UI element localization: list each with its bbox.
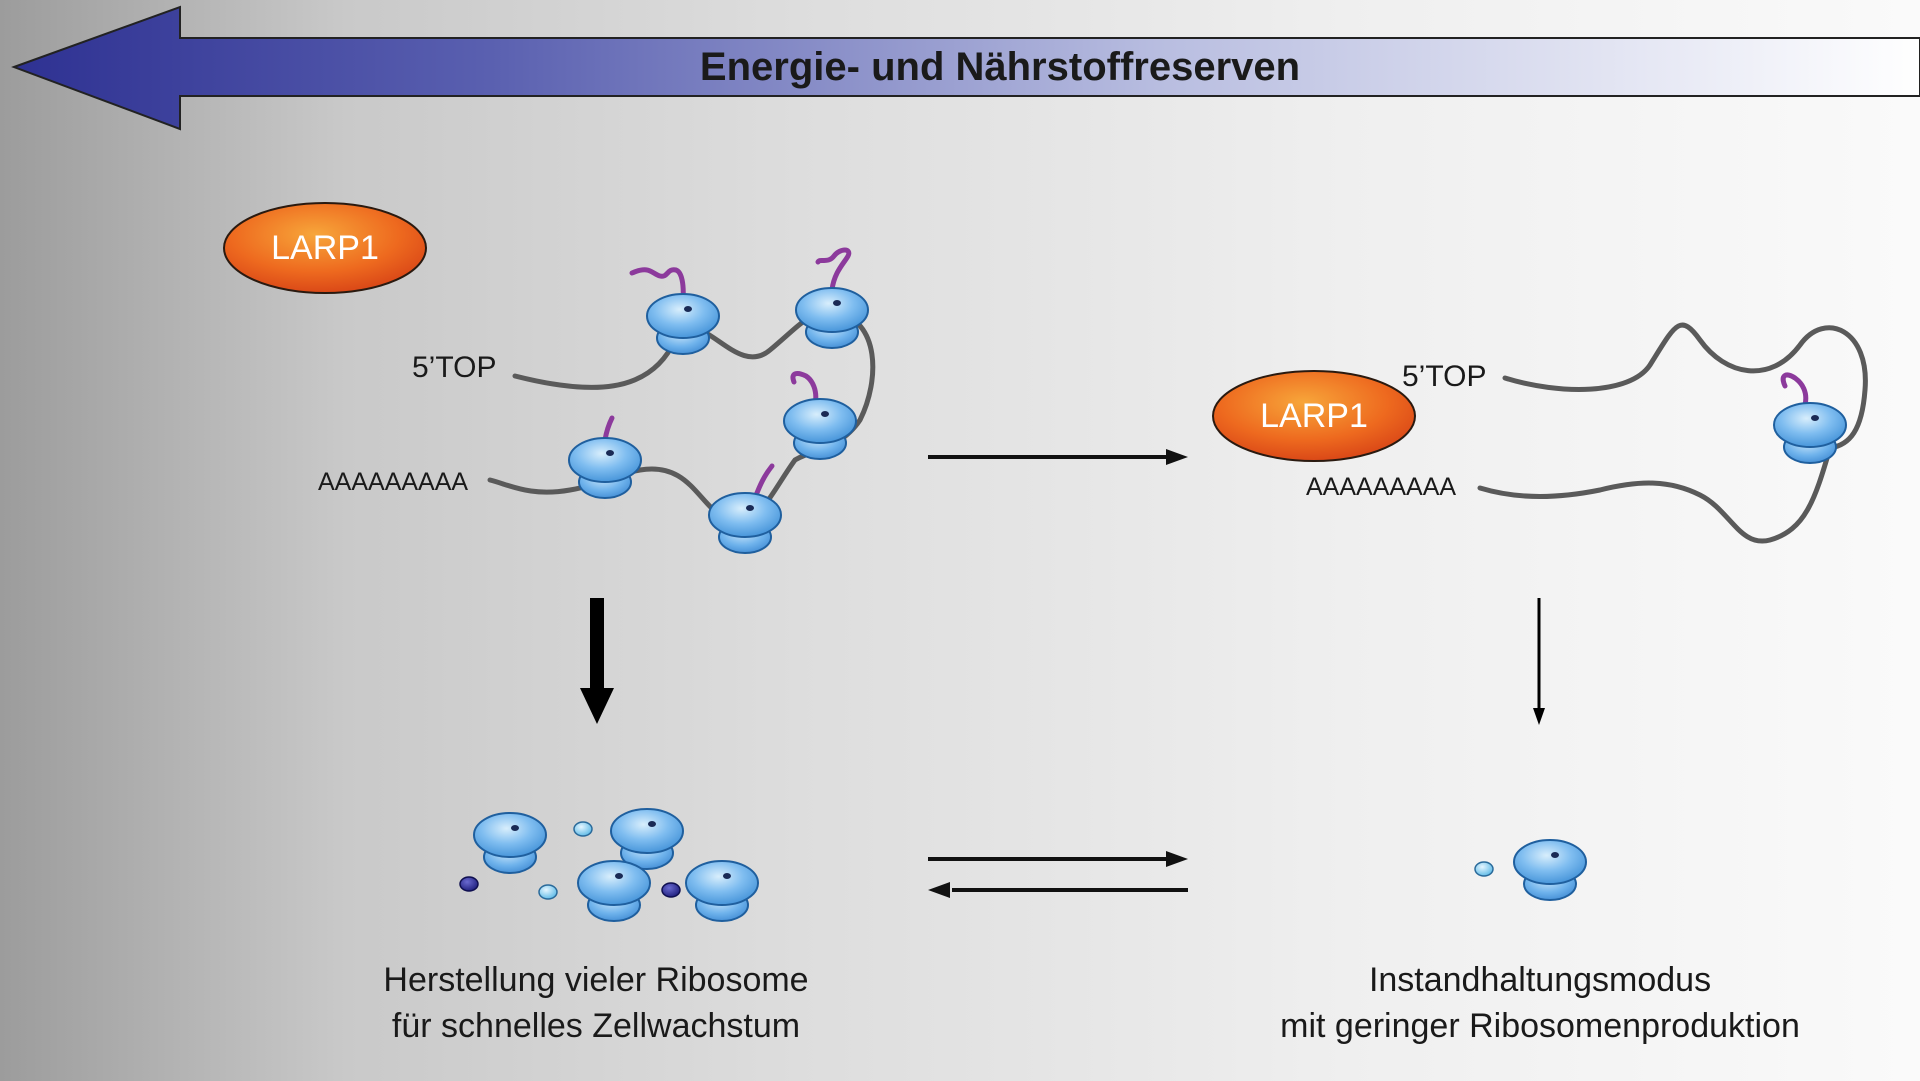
polya-tail-right: AAAAAAAAA — [1306, 473, 1456, 501]
five-top-label-right: 5’TOP — [1402, 360, 1486, 393]
caption-right-line1: Instandhaltungsmodus — [1369, 961, 1711, 999]
ribosome-polysome-5 — [708, 492, 782, 554]
down-arrow-thin — [1533, 598, 1545, 725]
larp1-free — [223, 202, 427, 294]
free-ribosome-4 — [685, 860, 759, 922]
free-ribosome-3 — [577, 860, 651, 922]
arrow-title: Energie- und Nährstoffreserven — [700, 45, 1300, 89]
larp1-label-left: LARP1 — [271, 229, 379, 267]
ribosome-polysome-3 — [783, 398, 857, 460]
larp1-bound — [1212, 370, 1416, 462]
nascent-chain-right — [1780, 372, 1809, 408]
down-arrow-thick — [580, 598, 614, 724]
free-ribosome-right — [1513, 839, 1587, 901]
equilibrium-arrows — [928, 851, 1188, 898]
small-subunit-2 — [538, 884, 558, 900]
ribosome-polysome-1 — [646, 293, 720, 355]
five-top-label-left: 5’TOP — [412, 351, 496, 384]
ribosome-polysome-2 — [795, 287, 869, 349]
mrna-strand-right — [1477, 322, 1868, 544]
dark-particle-2 — [661, 882, 681, 898]
small-subunit-right — [1474, 861, 1494, 877]
free-ribosome-pool-left — [459, 808, 759, 922]
ribosome-single-right — [1773, 402, 1847, 464]
caption-right-line2: mit geringer Ribosomenproduktion — [1280, 1007, 1800, 1045]
transition-arrow — [928, 449, 1188, 465]
free-ribosome-1 — [473, 812, 547, 874]
energy-gradient-arrow — [11, 5, 1920, 131]
free-ribosome-2 — [610, 808, 684, 870]
larp1-label-right: LARP1 — [1260, 397, 1368, 435]
caption-left-line1: Herstellung vieler Ribosome — [383, 961, 808, 999]
polya-tail-left: AAAAAAAAA — [318, 468, 468, 496]
small-subunit-1 — [573, 821, 593, 837]
free-ribosome-pool-right — [1474, 839, 1587, 901]
dark-particle-1 — [459, 876, 479, 892]
caption-left-line2: für schnelles Zellwachstum — [392, 1007, 800, 1045]
